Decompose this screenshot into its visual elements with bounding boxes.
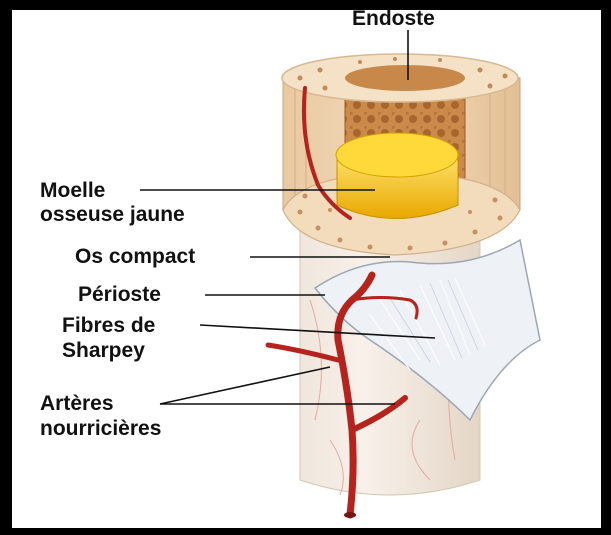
label-moelle-line2: osseuse jaune bbox=[40, 204, 185, 226]
top-medullary-cavity bbox=[345, 65, 465, 91]
label-arteres-line1: Artères bbox=[40, 393, 114, 415]
label-endoste: Endoste bbox=[352, 8, 435, 30]
label-perioste: Périoste bbox=[78, 284, 161, 306]
label-fibres-line2: Sharpey bbox=[62, 340, 145, 362]
label-moelle-line1: Moelle bbox=[40, 180, 105, 202]
label-os-compact: Os compact bbox=[75, 246, 195, 268]
label-arteres-line2: nourricières bbox=[40, 418, 161, 440]
artery-cut-end bbox=[344, 512, 356, 518]
yellow-marrow-top bbox=[336, 133, 458, 177]
label-fibres-line1: Fibres de bbox=[62, 315, 155, 337]
